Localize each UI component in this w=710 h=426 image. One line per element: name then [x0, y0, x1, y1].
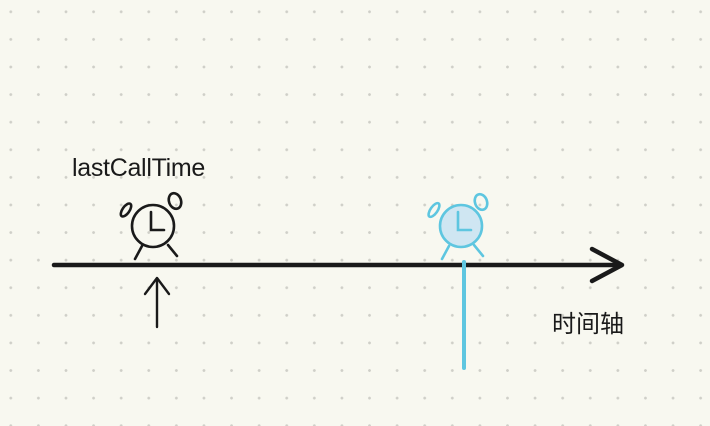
alarm-clock-icon: [119, 191, 183, 261]
timeline-arrowhead: [589, 246, 625, 284]
timeline-axis-label: 时间轴: [552, 310, 624, 338]
alarm-clock-icon: [427, 192, 489, 261]
up-arrow-icon: [143, 276, 171, 329]
last-call-time-label: lastCallTime: [72, 154, 205, 182]
